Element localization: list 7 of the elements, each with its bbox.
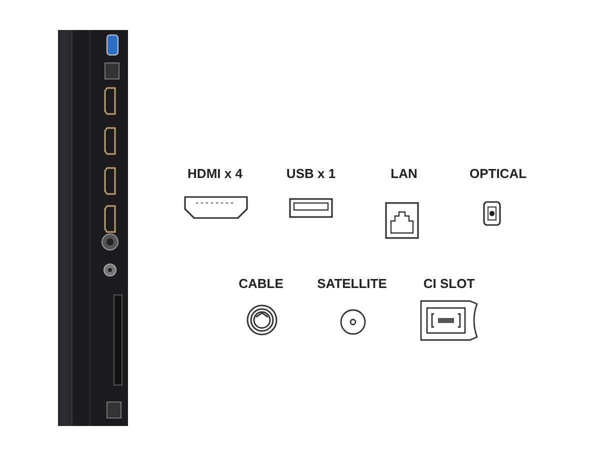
port-label: LAN	[390, 166, 418, 181]
port-label: SATELLITE	[317, 276, 387, 291]
port-label: OPTICAL	[469, 166, 527, 181]
port-label: CI SLOT	[423, 276, 475, 291]
port-label: HDMI x 4	[188, 166, 242, 181]
port-label: USB x 1	[286, 166, 336, 181]
port-label: CABLE	[238, 276, 284, 291]
